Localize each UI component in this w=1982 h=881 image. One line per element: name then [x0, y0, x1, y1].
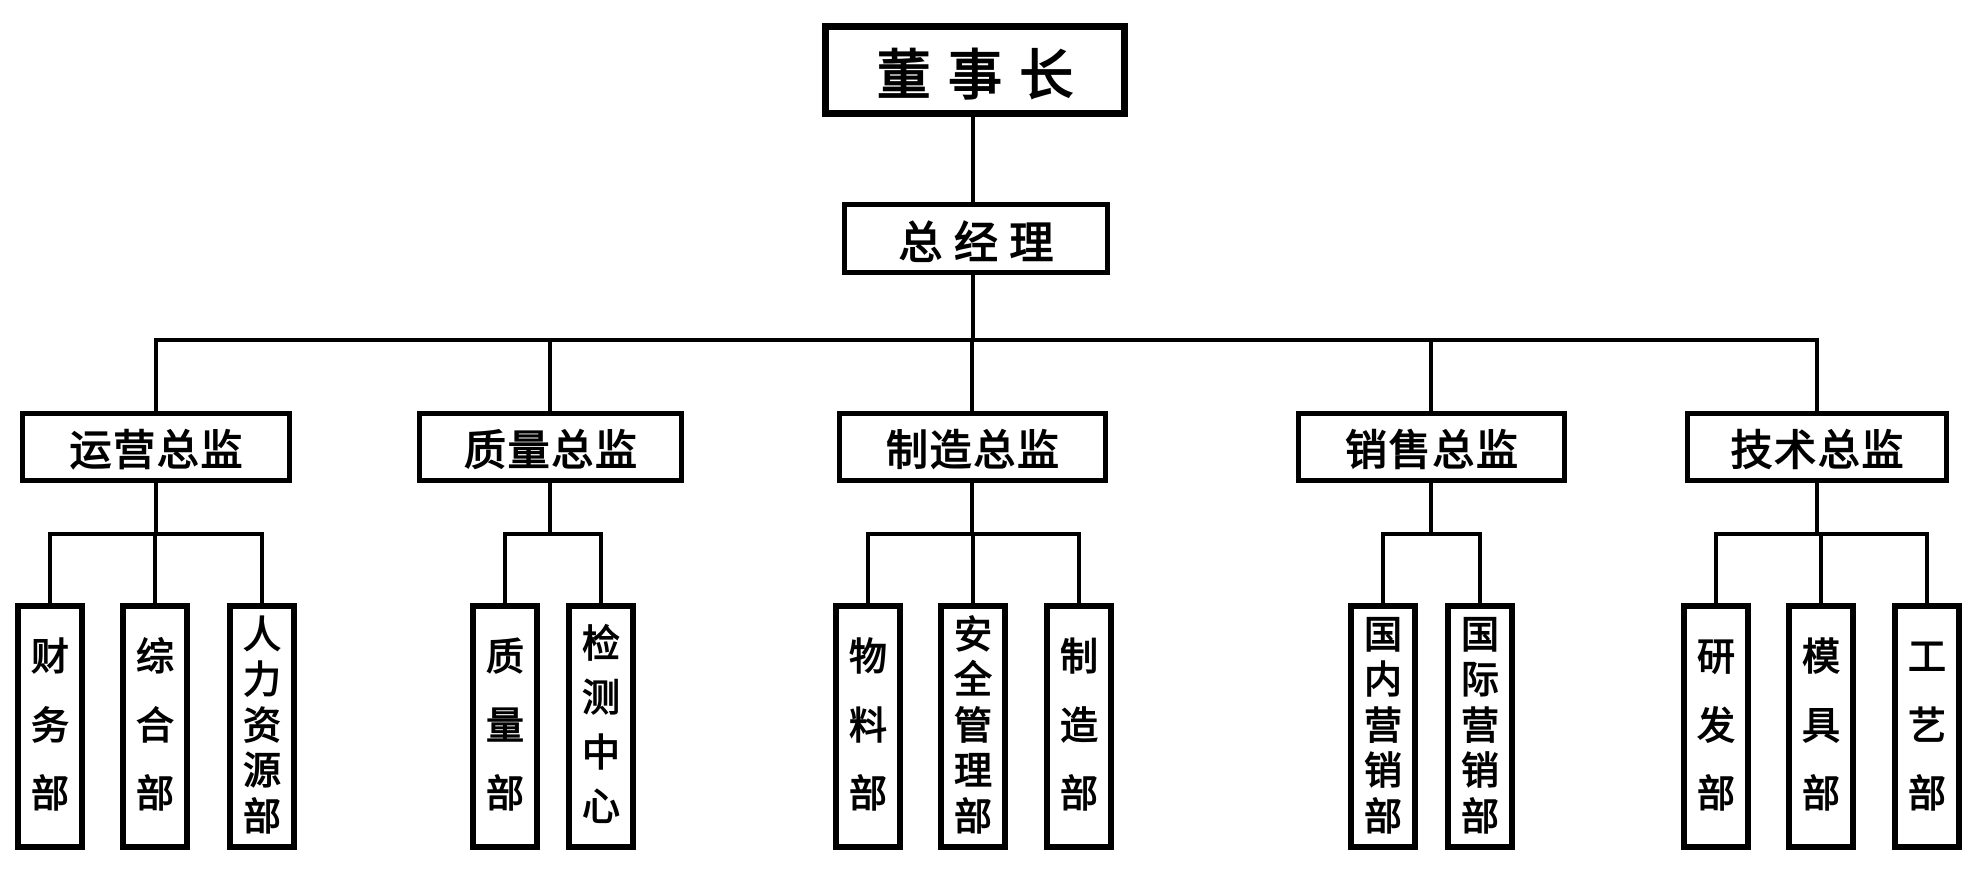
org-node-operations-director[interactable]: 运营总监: [20, 411, 292, 483]
connector-line: [599, 532, 603, 603]
connector-line: [970, 338, 974, 411]
org-node-general-affairs-dept[interactable]: 综合部: [120, 603, 190, 850]
connector-line: [154, 483, 158, 536]
connector-line: [153, 532, 157, 603]
org-node-finance-dept[interactable]: 财务部: [15, 603, 85, 850]
org-node-materials-dept[interactable]: 物料部: [833, 603, 903, 850]
org-node-label: 董事长: [876, 45, 1091, 106]
org-node-general-manager[interactable]: 总经理: [842, 202, 1110, 275]
org-node-label: 物料部: [848, 637, 887, 816]
org-node-label: 技术总监: [1730, 426, 1906, 474]
bus-line: [1381, 532, 1482, 536]
connector-line: [1714, 532, 1718, 603]
org-node-chairman[interactable]: 董事长: [822, 23, 1128, 117]
bus-line: [503, 532, 603, 536]
connector-line: [503, 532, 507, 603]
org-node-label: 检测中心: [581, 623, 620, 830]
connector-line: [1077, 532, 1081, 603]
org-node-hr-dept[interactable]: 人力资源部: [227, 603, 297, 850]
org-node-testing-center[interactable]: 检测中心: [566, 603, 636, 850]
org-node-label: 国内营销部: [1363, 614, 1402, 839]
connector-line: [1478, 532, 1482, 603]
connector-line: [1819, 532, 1823, 603]
connector-line: [970, 483, 974, 536]
org-node-safety-management-dept[interactable]: 安全管理部: [938, 603, 1008, 850]
org-node-process-dept[interactable]: 工艺部: [1892, 603, 1962, 850]
org-node-quality-dept[interactable]: 质量部: [470, 603, 540, 850]
org-node-label: 国际营销部: [1460, 614, 1499, 839]
org-node-label: 安全管理部: [953, 614, 992, 839]
connector-line: [48, 532, 52, 603]
connector-line: [1381, 532, 1385, 603]
bus-line: [154, 338, 1819, 342]
org-node-label: 研发部: [1696, 637, 1735, 816]
org-node-label: 制造部: [1059, 637, 1098, 816]
org-node-label: 质量总监: [463, 426, 639, 474]
connector-line: [971, 117, 975, 202]
org-node-mold-dept[interactable]: 模具部: [1786, 603, 1856, 850]
org-node-technology-director[interactable]: 技术总监: [1685, 411, 1949, 483]
org-node-label: 财务部: [30, 637, 69, 816]
org-node-label: 综合部: [135, 637, 174, 816]
org-node-label: 模具部: [1801, 637, 1840, 816]
connector-line: [548, 483, 552, 536]
connector-line: [1429, 483, 1433, 536]
connector-line: [1815, 338, 1819, 411]
org-node-label: 人力资源部: [242, 614, 281, 839]
org-node-label: 制造总监: [885, 426, 1061, 474]
org-node-label: 运营总监: [69, 426, 245, 474]
connector-line: [971, 532, 975, 603]
org-node-international-marketing-dept[interactable]: 国际营销部: [1445, 603, 1515, 850]
connector-line: [154, 338, 158, 411]
org-node-quality-director[interactable]: 质量总监: [417, 411, 684, 483]
org-node-label: 质量部: [485, 637, 524, 816]
org-node-label: 总经理: [898, 218, 1065, 268]
connector-line: [971, 275, 975, 342]
connector-line: [1925, 532, 1929, 603]
org-node-manufacturing-dept[interactable]: 制造部: [1044, 603, 1114, 850]
connector-line: [260, 532, 264, 603]
org-node-label: 销售总监: [1344, 426, 1520, 474]
org-node-label: 工艺部: [1907, 637, 1946, 816]
org-node-manufacturing-director[interactable]: 制造总监: [837, 411, 1108, 483]
connector-line: [1815, 483, 1819, 536]
connector-line: [1429, 338, 1433, 411]
connector-line: [548, 338, 552, 411]
org-node-sales-director[interactable]: 销售总监: [1296, 411, 1567, 483]
org-node-domestic-marketing-dept[interactable]: 国内营销部: [1348, 603, 1418, 850]
org-node-rnd-dept[interactable]: 研发部: [1681, 603, 1751, 850]
connector-line: [866, 532, 870, 603]
